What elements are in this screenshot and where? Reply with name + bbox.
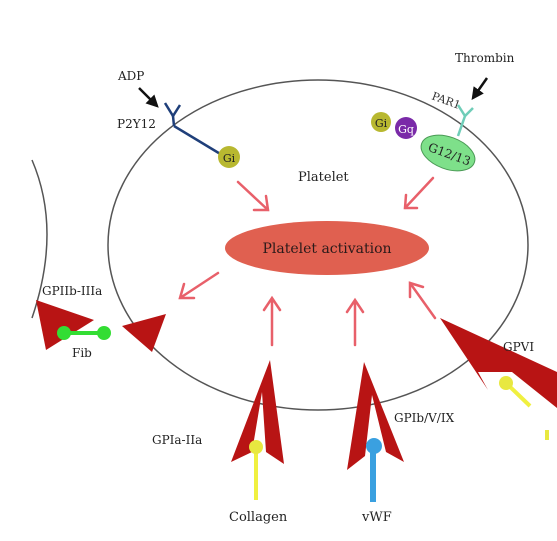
fib-label: Fib (72, 346, 92, 360)
gi-par-node (371, 112, 391, 132)
gpiib-right-receptor-icon (122, 314, 166, 352)
platelet-activation-label: Platelet activation (262, 241, 391, 257)
gi-p2y12-node (218, 146, 240, 168)
gpiib-left-receptor-icon (36, 300, 94, 350)
gi-p2y12-label: Gi (223, 152, 236, 165)
p2y12-label: P2Y12 (117, 117, 156, 131)
gi-par-label: Gi (375, 117, 388, 130)
neighbor-cell-membrane (31, 159, 48, 319)
arrow-gpvi-to-activation (408, 281, 437, 320)
fib-left-node (57, 326, 71, 340)
arrow-p2y12-to-activation (236, 180, 270, 212)
collagen-node (249, 440, 263, 454)
pink-arrow-icon-group (178, 176, 437, 347)
platelet-label: Platelet (298, 170, 349, 185)
gpia-iia-receptor-icon (231, 360, 284, 464)
gpvi-label: GPVI (503, 340, 534, 354)
gq-node (395, 117, 417, 139)
gpvi-collagen-node (499, 376, 513, 390)
gq-label: Gq (398, 123, 414, 136)
gpvi-extra-mark (545, 430, 549, 440)
arrow-gpib-to-activation (345, 297, 365, 347)
collagen-label: Collagen (229, 510, 288, 525)
thrombin-label: Thrombin (455, 51, 515, 65)
gpib-v-ix-receptor-icon (347, 362, 404, 470)
platelet-membrane (107, 79, 529, 411)
platelet-activation-node (225, 221, 429, 275)
gpib-v-ix-label: GPIb/V/IX (394, 411, 455, 425)
arrow-activation-to-gpiib (178, 271, 220, 300)
arrow-par-to-activation (403, 176, 435, 210)
gpia-iia-label: GPIa-IIa (152, 433, 202, 447)
vwf-label: vWF (361, 510, 392, 525)
vwf-node (366, 438, 382, 454)
gpiib-iiia-label: GPIIb-IIIa (42, 284, 102, 298)
adp-arrow-icon (138, 87, 159, 108)
p2y12-receptor-icon (163, 102, 223, 157)
thrombin-arrow-icon (471, 77, 489, 101)
gpvi-receptor-icon (440, 318, 557, 408)
g12-13-node (420, 134, 476, 172)
fib-right-node (97, 326, 111, 340)
arrow-gpia-to-activation (262, 295, 282, 347)
par1-receptor-icon (456, 104, 474, 137)
adp-label: ADP (117, 69, 144, 83)
